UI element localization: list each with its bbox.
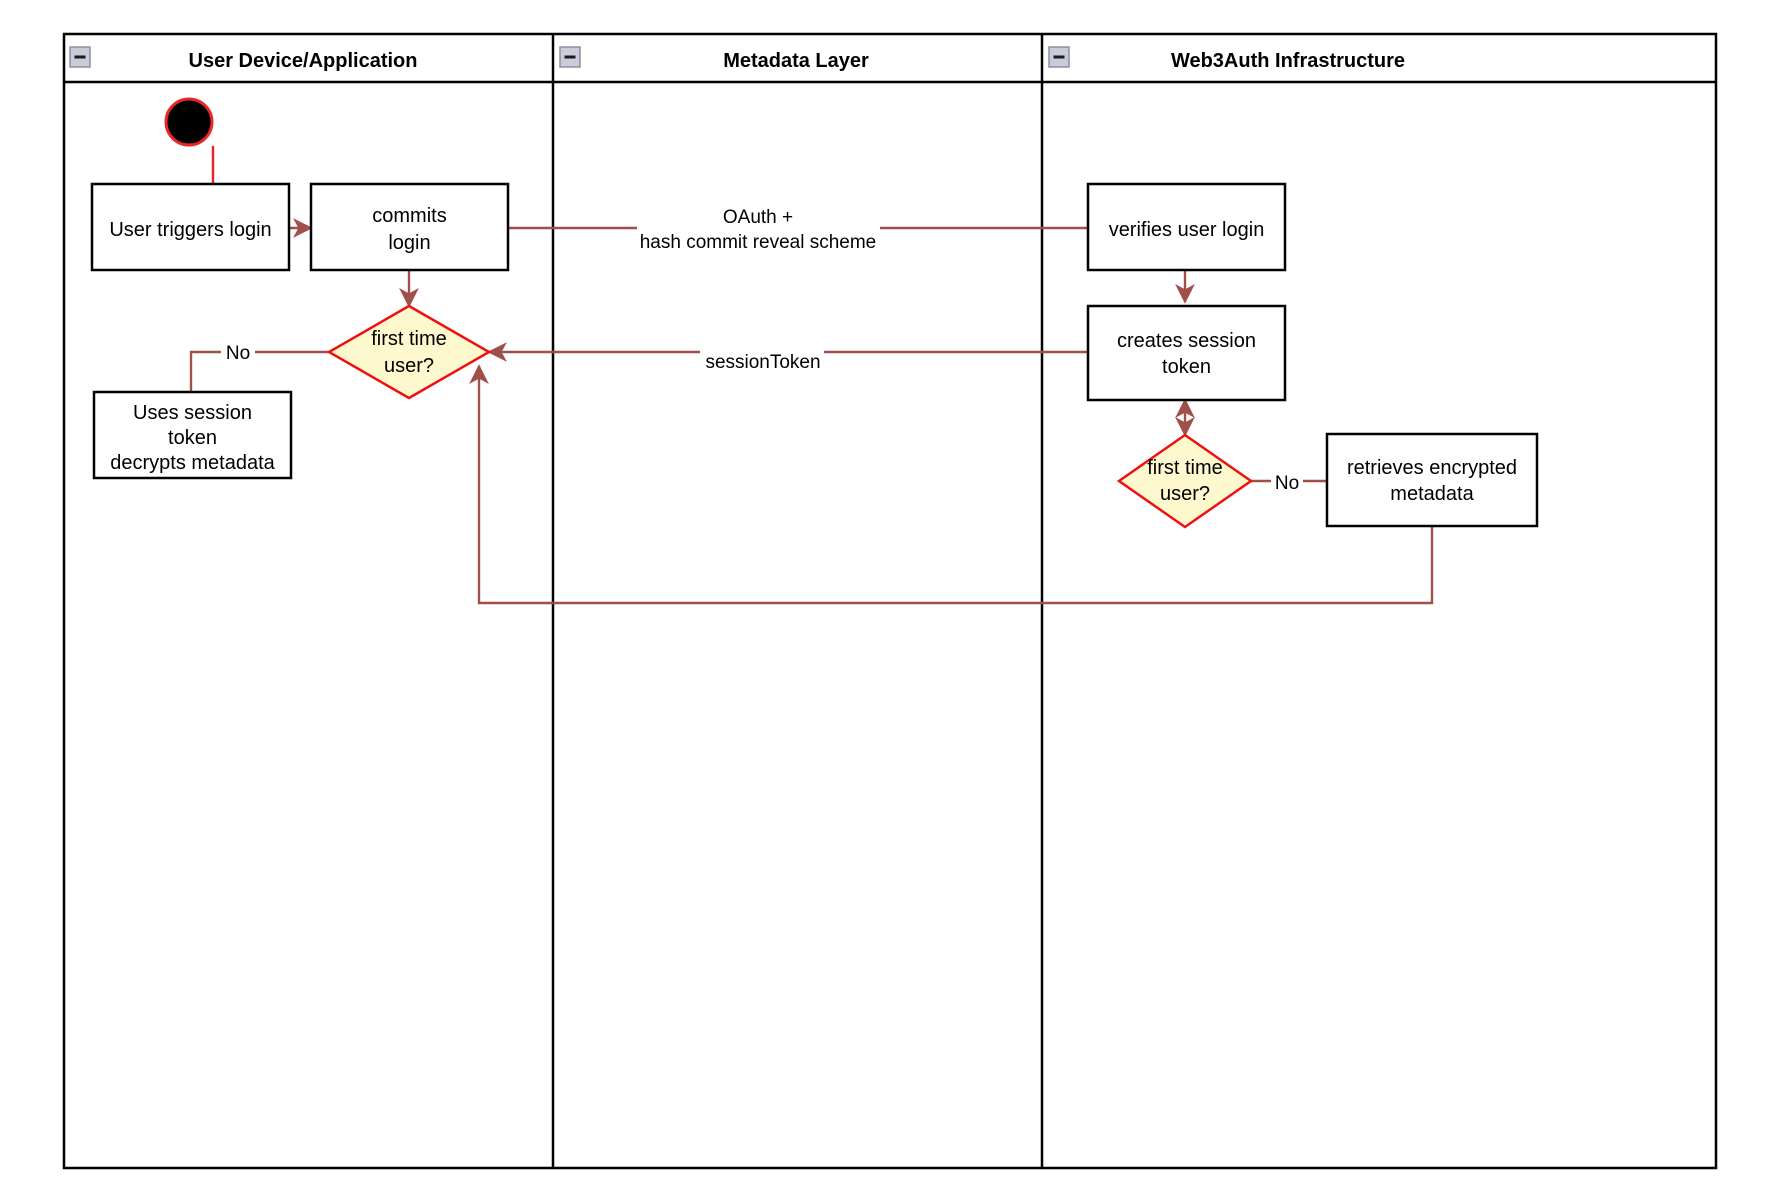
node-label-decision-left-line1: first time (371, 328, 447, 350)
edge-label-oauth-line1: OAuth + (723, 207, 793, 228)
node-label-retrieves-line2: metadata (1390, 483, 1474, 505)
node-decision-first-time-user-left[interactable]: first time user? (326, 304, 492, 400)
node-label-uses-session-token-line3: decrypts metadata (110, 452, 275, 474)
lane-title-web3auth: Web3Auth Infrastructure (1171, 50, 1405, 72)
node-uses-session-token[interactable]: Uses session token decrypts metadata (92, 390, 293, 480)
node-label-decision-right-line1: first time (1147, 457, 1223, 479)
node-label-decision-right-line2: user? (1160, 483, 1210, 505)
edge-label-no-right: No (1275, 473, 1299, 494)
node-label-uses-session-token-line1: Uses session (133, 402, 252, 424)
collapse-minus-icon[interactable] (69, 46, 91, 68)
node-decision-first-time-user-right[interactable]: first time user? (1116, 433, 1254, 529)
node-creates-session-token[interactable]: creates session token (1086, 304, 1287, 402)
node-label-commits-login-line2: login (388, 232, 430, 254)
edge-label-session-token: sessionToken (705, 352, 820, 373)
node-label-commits-login-line1: commits (372, 205, 446, 227)
collapse-minus-icon[interactable] (1048, 46, 1070, 68)
lane-title-metadata: Metadata Layer (723, 50, 869, 72)
edge-label-no-left: No (226, 343, 250, 364)
node-label-user-triggers-login: User triggers login (109, 219, 271, 241)
node-retrieves-encrypted-metadata[interactable]: retrieves encrypted metadata (1325, 432, 1539, 528)
node-verifies-user-login[interactable]: verifies user login (1086, 182, 1287, 272)
node-user-triggers-login[interactable]: User triggers login (90, 182, 291, 272)
collapse-minus-icon[interactable] (559, 46, 581, 68)
edge-label-oauth-line2: hash commit reveal scheme (640, 232, 877, 253)
node-label-verifies-user-login: verifies user login (1109, 219, 1265, 241)
node-label-creates-session-token-line2: token (1162, 356, 1211, 378)
node-label-decision-left-line2: user? (384, 355, 434, 377)
edge-retrieves-loopback (469, 364, 1434, 605)
edge-decision-no-seg-b (189, 350, 221, 392)
node-label-uses-session-token-line2: token (168, 427, 217, 449)
lane-title-user-device: User Device/Application (189, 50, 418, 72)
lane-header-web3auth[interactable]: Web3Auth Infrastructure (1048, 46, 1405, 72)
lane-header-user-device[interactable]: User Device/Application (69, 46, 418, 72)
lane-header-metadata[interactable]: Metadata Layer (559, 46, 869, 72)
node-label-retrieves-line1: retrieves encrypted (1347, 457, 1517, 479)
node-commits-login[interactable]: commits login (309, 182, 510, 272)
node-label-creates-session-token-line1: creates session (1117, 330, 1256, 352)
start-node[interactable] (164, 97, 214, 147)
